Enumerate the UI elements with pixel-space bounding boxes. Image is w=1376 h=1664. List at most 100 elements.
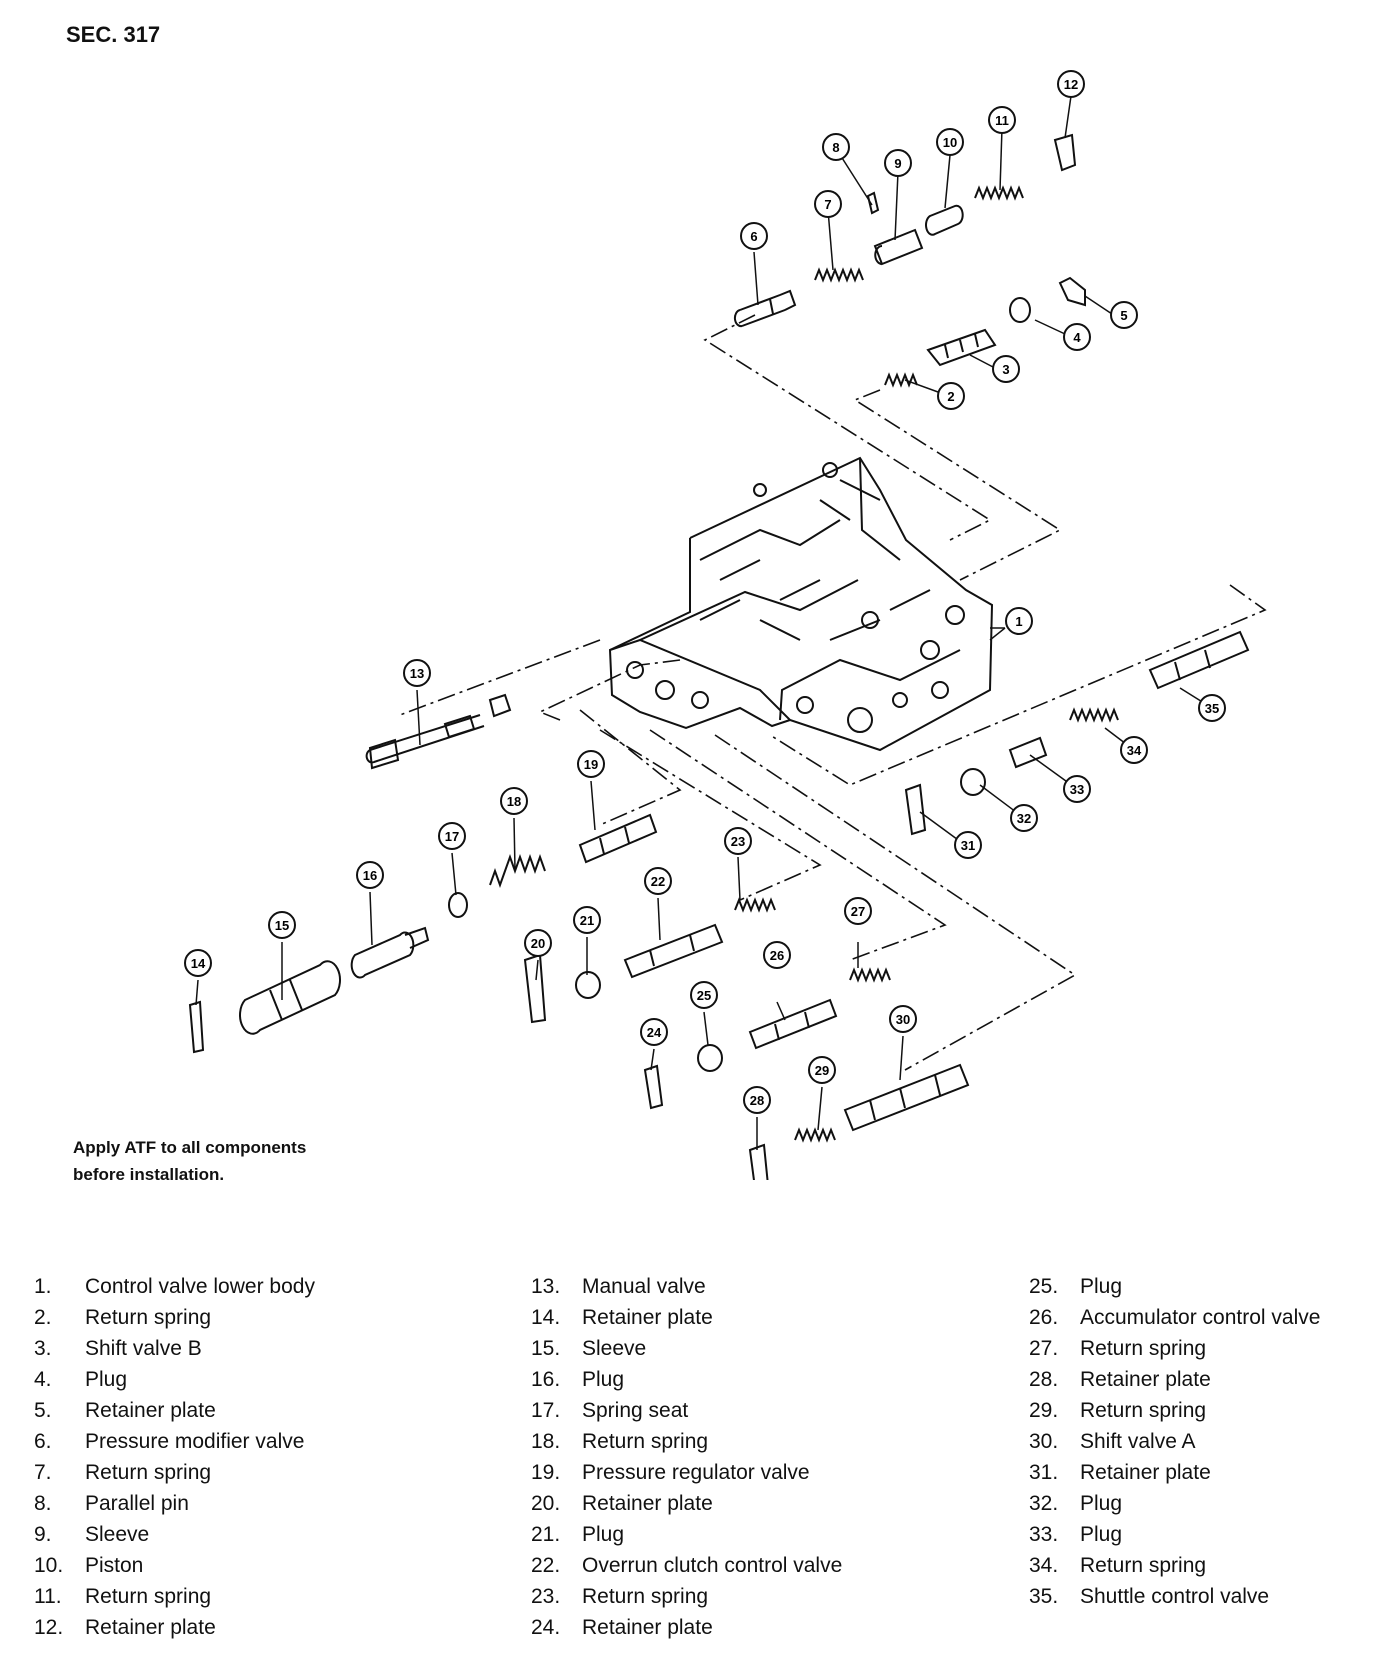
callout-33: 33 — [1063, 775, 1091, 803]
svg-text:32: 32 — [1017, 811, 1031, 826]
callout-7: 7 — [814, 190, 842, 218]
callout-32: 32 — [1010, 804, 1038, 832]
callout-1: 1 — [1005, 607, 1033, 635]
legend-number: 10. — [34, 1554, 64, 1577]
callout-22: 22 — [644, 867, 672, 895]
callout-17: 17 — [438, 822, 466, 850]
callout-23: 23 — [724, 827, 752, 855]
exploded-view-diagram: 1 2 3 4 5 6 7 8 9 10 11 12 13 14 15 16 1… — [184, 70, 1267, 1180]
svg-text:8: 8 — [832, 140, 839, 155]
legend-number: 13. — [531, 1275, 561, 1298]
legend-number: 32. — [1029, 1492, 1059, 1515]
legend-label: Return spring — [85, 1585, 212, 1608]
legend-number: 28. — [1029, 1368, 1059, 1391]
callout-28: 28 — [743, 1086, 771, 1114]
callout-4: 4 — [1063, 323, 1091, 351]
legend-number: 11. — [34, 1585, 62, 1608]
legend-label: Retainer plate — [582, 1492, 713, 1515]
callout-29: 29 — [808, 1056, 836, 1084]
legend-number: 20. — [531, 1492, 561, 1515]
legend-number: 6. — [34, 1430, 52, 1453]
svg-text:27: 27 — [851, 904, 865, 919]
legend-label: Retainer plate — [85, 1399, 216, 1422]
callout-27: 27 — [844, 897, 872, 925]
svg-text:16: 16 — [363, 868, 377, 883]
callout-34: 34 — [1120, 736, 1148, 764]
svg-text:1: 1 — [1015, 614, 1022, 629]
installation-note: Apply ATF to all components before insta… — [73, 1134, 306, 1188]
legend-number: 14. — [531, 1306, 561, 1329]
legend-label: Sleeve — [85, 1523, 150, 1546]
note-line-1: Apply ATF to all components — [73, 1138, 307, 1157]
parts-lower-group — [188, 630, 1250, 1180]
note-line-2: before installation. — [73, 1165, 225, 1184]
svg-text:11: 11 — [995, 113, 1009, 128]
legend-label: Return spring — [85, 1306, 212, 1329]
control-valve-lower-body — [608, 456, 994, 752]
svg-text:22: 22 — [651, 874, 665, 889]
legend-label: Overrun clutch control valve — [582, 1554, 843, 1577]
legend-label: Parallel pin — [85, 1492, 189, 1515]
callout-31: 31 — [954, 831, 982, 859]
legend-number: 21. — [531, 1523, 561, 1546]
svg-text:20: 20 — [531, 936, 545, 951]
svg-text:28: 28 — [750, 1093, 764, 1108]
legend-number: 22. — [531, 1554, 561, 1577]
callout-8: 8 — [822, 133, 850, 161]
callout-13: 13 — [403, 659, 431, 687]
callout-21: 21 — [573, 906, 601, 934]
legend-label: Return spring — [582, 1430, 709, 1453]
callout-2: 2 — [937, 382, 965, 410]
svg-text:19: 19 — [584, 757, 598, 772]
legend-number: 12. — [34, 1616, 64, 1639]
callout-15: 15 — [268, 911, 296, 939]
legend-label: Shift valve B — [85, 1337, 202, 1360]
legend-number: 3. — [34, 1337, 52, 1360]
legend-number: 4. — [34, 1368, 52, 1391]
legend-number: 18. — [531, 1430, 561, 1453]
callout-30: 30 — [889, 1005, 917, 1033]
legend-number: 30. — [1029, 1430, 1059, 1453]
legend-label: Piston — [85, 1554, 144, 1577]
legend-number: 5. — [34, 1399, 52, 1422]
callout-leader-lines — [195, 95, 1213, 1150]
legend-number: 9. — [34, 1523, 52, 1546]
callout-24: 24 — [640, 1018, 668, 1046]
legend-label: Return spring — [85, 1461, 212, 1484]
svg-text:9: 9 — [894, 156, 901, 171]
legend-label: Sleeve — [582, 1337, 647, 1360]
legend-label: Retainer plate — [582, 1616, 713, 1639]
callout-9: 9 — [884, 149, 912, 177]
legend-label: Plug — [85, 1368, 128, 1391]
callout-14: 14 — [184, 949, 212, 977]
svg-text:3: 3 — [1002, 362, 1009, 377]
svg-text:13: 13 — [410, 666, 424, 681]
svg-text:4: 4 — [1073, 330, 1081, 345]
svg-text:15: 15 — [275, 918, 289, 933]
legend-number: 2. — [34, 1306, 52, 1329]
legend-label: Plug — [582, 1368, 625, 1391]
svg-text:21: 21 — [580, 913, 594, 928]
legend-number: 34. — [1029, 1554, 1059, 1577]
svg-text:7: 7 — [824, 197, 831, 212]
callout-18: 18 — [500, 787, 528, 815]
svg-text:31: 31 — [961, 838, 975, 853]
legend-label: Retainer plate — [582, 1306, 713, 1329]
svg-text:5: 5 — [1120, 308, 1127, 323]
svg-text:25: 25 — [697, 988, 711, 1003]
legend-label: Control valve lower body — [85, 1275, 315, 1298]
legend-number: 29. — [1029, 1399, 1059, 1422]
assembly-leader-lines — [399, 314, 1267, 1071]
svg-text:33: 33 — [1070, 782, 1084, 797]
callout-19: 19 — [577, 750, 605, 778]
legend-label: Return spring — [582, 1585, 709, 1608]
callout-12: 12 — [1057, 70, 1085, 98]
svg-text:2: 2 — [947, 389, 954, 404]
legend-label: Return spring — [1080, 1399, 1207, 1422]
legend-number: 15. — [531, 1337, 561, 1360]
legend-label: Retainer plate — [1080, 1461, 1211, 1484]
legend-number: 24. — [531, 1616, 561, 1639]
callout-35: 35 — [1198, 694, 1226, 722]
legend-label: Plug — [1080, 1523, 1123, 1546]
legend-number: 27. — [1029, 1337, 1059, 1360]
